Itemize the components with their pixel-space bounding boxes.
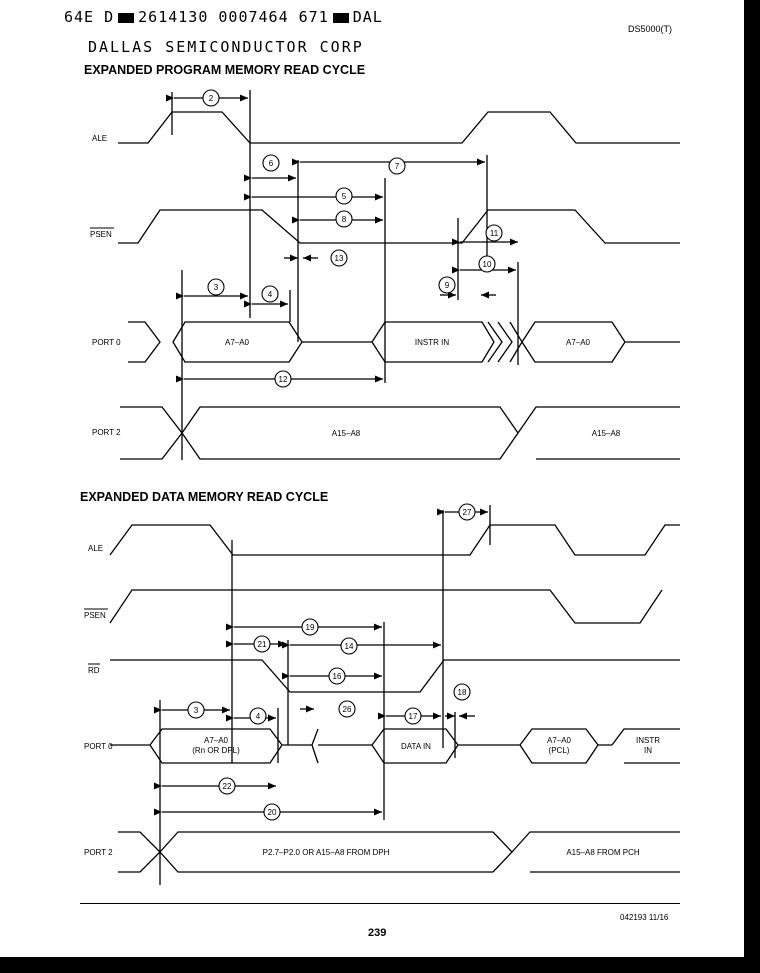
header-code-part1: 64E D [64,8,115,26]
section2-title: EXPANDED DATA MEMORY READ CYCLE [80,490,329,504]
s2-p0-instr-label-1: INSTR [636,736,660,745]
s2-timing-number: 27 [463,508,472,517]
s2-timing-number: 3 [194,706,199,715]
s2-p0-instr-label-2: IN [644,746,652,755]
s2-port0-waveform [110,728,680,764]
s2-timing-number: 22 [223,782,232,791]
s1-timing-number: 2 [209,94,214,103]
s2-timing-number: 4 [256,712,261,721]
footer-rule [80,903,680,904]
s2-p2-addr2-label: A15–A8 FROM PCH [566,848,640,857]
redaction-mark-2 [332,12,349,23]
s2-p2-addr-label: P2.7–P2.0 OR A15–A8 FROM DPH [263,848,390,857]
s1-p2-addr2-label: A15–A8 [592,429,621,438]
s2-timing-number: 14 [345,642,354,651]
s2-rd-waveform [110,659,680,693]
s1-timing-number: 10 [483,260,492,269]
s2-port0-label: PORT 0 [84,742,113,751]
s1-timing-number: 4 [268,290,273,299]
s1-timing-number: 9 [445,281,450,290]
scan-border-right [744,0,760,973]
part-number: DS5000(T) [628,24,673,34]
s2-rd-label: RD [88,666,100,675]
s1-port0-waveform [128,321,680,363]
s2-timing-number: 20 [268,808,277,817]
s1-timing-number: 12 [279,375,288,384]
s2-p0-addr-label-1: A7–A0 [204,736,229,745]
s1-psen-label: PSEN [90,230,112,239]
s2-timing-number: 19 [306,623,315,632]
s1-port0-label: PORT 0 [92,338,121,347]
s1-p0-addr2-label: A7–A0 [566,338,591,347]
s1-timing-number: 3 [214,283,219,292]
redaction-mark [118,12,135,23]
header-code-part2: 2614130 0007464 671 [138,8,329,26]
scan-border-bottom [0,957,760,973]
s1-ale-waveform [118,111,680,144]
footer-code: 042193 11/16 [620,913,669,922]
s2-timing-number: 21 [258,640,267,649]
header-code: 64E D 2614130 0007464 671 DAL [64,8,383,26]
s1-p0-instr-label: INSTR IN [415,338,449,347]
s1-timing-number: 13 [335,254,344,263]
s1-timing-number: 8 [342,215,347,224]
s2-p0-data-label: DATA IN [401,742,431,751]
s1-timing-number: 7 [395,162,400,171]
s2-p0-pcl-label-2: (PCL) [549,746,570,755]
s2-timing-number: 16 [333,672,342,681]
s2-timing-number: 18 [458,688,467,697]
header-code-part3: DAL [352,8,383,26]
s2-p0-addr-label-2: (Rn OR DPL) [192,746,240,755]
s2-psen-waveform [109,589,663,624]
s2-ale-label: ALE [88,544,103,553]
s2-port2-label: PORT 2 [84,848,113,857]
s2-timing-number: 26 [343,705,352,714]
s1-psen-waveform [118,209,680,244]
s1-timing-number: 6 [269,159,274,168]
s1-p0-addr-label: A7–A0 [225,338,250,347]
s2-psen-label: PSEN [84,611,106,620]
s1-port2-label: PORT 2 [92,428,121,437]
s2-p0-pcl-label-1: A7–A0 [547,736,572,745]
s1-timing-number: 11 [490,229,499,238]
s2-ale-waveform [109,524,680,556]
s1-ale-label: ALE [92,134,107,143]
company-name: DALLAS SEMICONDUCTOR CORP [88,38,364,56]
page-number: 239 [368,927,387,939]
section1-title: EXPANDED PROGRAM MEMORY READ CYCLE [84,63,366,77]
s1-p2-addr-label: A15–A8 [332,429,361,438]
s2-timing-number: 17 [409,712,418,721]
s1-timing-number: 5 [342,192,347,201]
